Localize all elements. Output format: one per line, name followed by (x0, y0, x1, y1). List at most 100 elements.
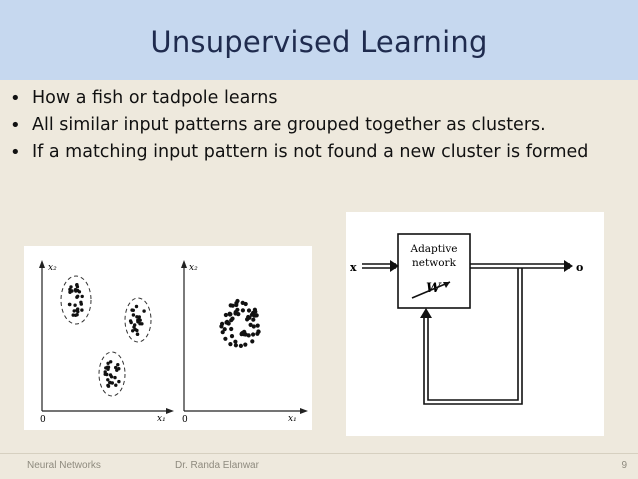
data-point (75, 308, 79, 312)
data-point (227, 312, 232, 317)
data-point (131, 308, 135, 312)
data-point (79, 302, 83, 306)
data-point (108, 373, 113, 377)
data-point (80, 308, 84, 312)
data-point (129, 320, 133, 325)
data-point (240, 330, 246, 335)
data-point (135, 332, 140, 336)
data-point (117, 379, 121, 384)
y-axis-label: x₂ (189, 263, 198, 273)
x-axis-label: x₁ (157, 414, 166, 424)
data-point (135, 315, 139, 319)
data-point (233, 311, 238, 316)
data-point (246, 308, 252, 313)
box-label-line1: Adaptive (409, 243, 457, 255)
data-point (142, 309, 146, 313)
data-point (228, 342, 233, 347)
data-point (253, 309, 258, 314)
bullet-item: •How a fish or tadpole learns (8, 86, 632, 111)
slide-title: Unsupervised Learning (150, 25, 488, 59)
data-point (131, 329, 135, 333)
data-point (240, 300, 245, 305)
title-bar: Unsupervised Learning (0, 0, 638, 80)
clusters-plot: x₂ x₁ 0 x₂ x₁ 0 (39, 260, 308, 425)
data-point (71, 313, 75, 317)
unclustered-points (219, 298, 261, 348)
data-point (238, 343, 243, 348)
adaptive-network-box (397, 233, 471, 309)
data-point (229, 326, 234, 332)
data-point (240, 308, 245, 313)
cluster-points (67, 283, 84, 317)
data-point (251, 317, 256, 322)
data-point (106, 384, 111, 388)
data-point (230, 303, 235, 308)
data-point (108, 380, 112, 385)
data-point (104, 366, 108, 370)
data-point (74, 289, 78, 293)
data-point (115, 368, 119, 372)
data-point (140, 322, 144, 326)
data-point (233, 343, 238, 348)
data-point (72, 309, 76, 313)
data-point (103, 372, 107, 376)
cluster-points (128, 304, 146, 336)
data-point (114, 365, 118, 370)
y-axis-label: x₂ (48, 263, 57, 273)
data-point (220, 330, 225, 335)
data-point (246, 333, 251, 338)
bullet-item: •All similar input patterns are grouped … (8, 113, 632, 138)
data-point (134, 304, 139, 309)
data-point (255, 323, 260, 328)
bullet-text: If a matching input pattern is not found… (32, 142, 589, 162)
data-point (220, 321, 225, 326)
cluster-points (103, 360, 121, 388)
data-point (131, 313, 136, 317)
data-point (250, 339, 255, 344)
data-point (251, 332, 256, 337)
data-point (256, 329, 261, 334)
bullet-text: All similar input patterns are grouped t… (32, 115, 546, 135)
bullet-icon: • (10, 88, 21, 109)
footer-course: Neural Networks (27, 460, 101, 471)
input-label: x (350, 261, 357, 274)
data-point (222, 327, 227, 332)
data-point (80, 294, 84, 299)
data-point (254, 313, 259, 318)
origin-label: 0 (40, 415, 46, 425)
data-point (68, 302, 72, 307)
cluster-boundary (98, 351, 126, 397)
data-point (137, 315, 141, 319)
data-point (229, 334, 235, 339)
data-point (116, 363, 120, 367)
data-point (226, 321, 231, 326)
network-diagram: Adaptive network W x o (350, 233, 583, 405)
footer-author: Dr. Randa Elanwar (175, 460, 259, 471)
data-point (248, 322, 253, 327)
data-point (76, 294, 80, 298)
network-figure: Adaptive network W x o (346, 212, 604, 436)
data-point (70, 289, 74, 293)
data-point (114, 383, 118, 387)
data-point (106, 378, 110, 382)
page-number: 9 (621, 460, 627, 471)
output-label: o (576, 261, 583, 274)
cluster-boundary (60, 275, 92, 325)
data-point (249, 312, 254, 317)
data-point (251, 324, 256, 329)
box-label-line2: network (412, 257, 457, 269)
data-point (106, 361, 110, 365)
footer-divider (0, 453, 638, 454)
bullet-list: •How a fish or tadpole learns •All simil… (8, 86, 632, 167)
data-point (235, 307, 240, 312)
x-axis-label: x₁ (288, 414, 297, 424)
data-point (109, 360, 113, 364)
data-point (133, 327, 137, 332)
data-point (245, 317, 250, 322)
data-point (223, 312, 228, 318)
footer: Neural Networks Dr. Randa Elanwar 9 (0, 453, 638, 479)
bullet-icon: • (10, 142, 21, 163)
data-point (229, 318, 234, 323)
data-point (243, 342, 248, 347)
data-point (75, 283, 79, 287)
